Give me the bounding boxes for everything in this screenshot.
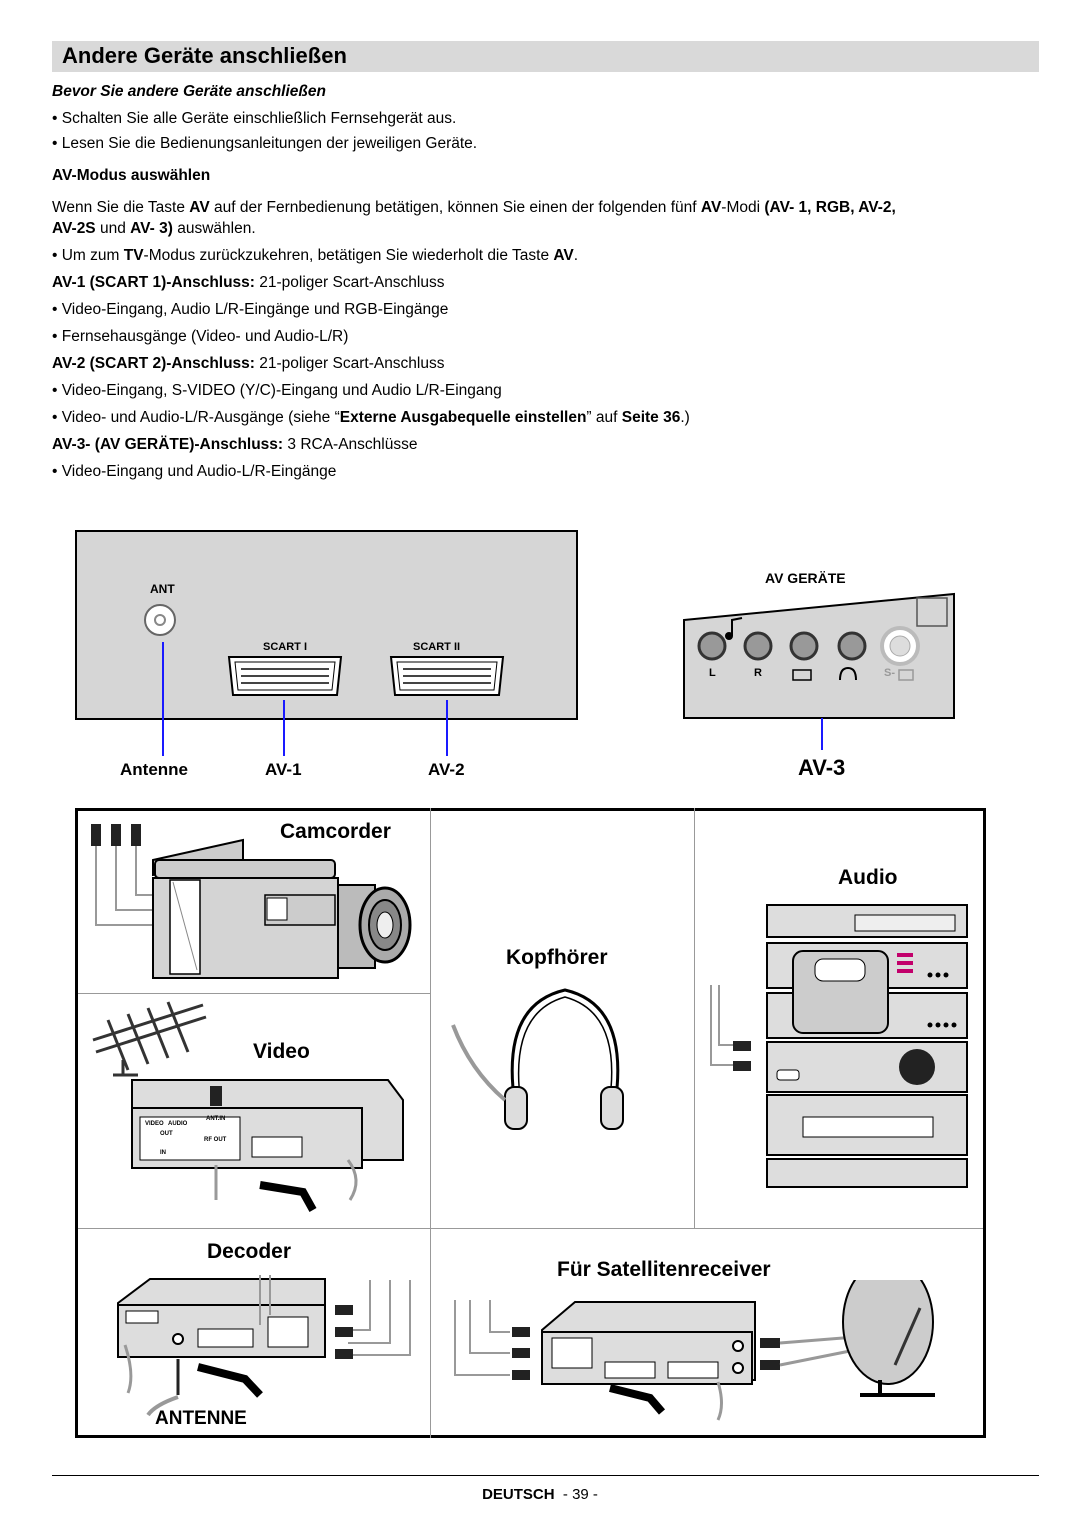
scart1-label: SCART I [263, 641, 307, 653]
bullet-item: • Um zum TV-Modus zurückzukehren, betäti… [52, 247, 579, 264]
av3-heading: AV-3- (AV GERÄTE)-Anschluss: 3 RCA-Ansch… [52, 436, 418, 453]
video-label: Video [253, 1040, 310, 1063]
av1-label: AV-1 [265, 760, 302, 779]
av2-heading: AV-2 (SCART 2)-Anschluss: 21-poliger Sca… [52, 355, 445, 372]
camcorder-icon [91, 824, 412, 979]
footer-rule [52, 1475, 1039, 1476]
ant-socket-icon [144, 604, 176, 636]
footer-language: DEUTSCH [482, 1486, 555, 1503]
bullet-item: • Video-Eingang und Audio-L/R-Eingänge [52, 463, 337, 480]
vcr-audio-label: AUDIO [168, 1121, 188, 1127]
title-bar: Andere Geräte anschließen [52, 41, 1039, 72]
hifi-system-icon [710, 904, 968, 1188]
bullet-item: • Lesen Sie die Bedienungsanleitungen de… [52, 135, 478, 152]
bullet-item: • Video-Eingang, Audio L/R-Eingänge und … [52, 301, 449, 318]
av1-line [283, 700, 285, 756]
jack-l-label: L [709, 667, 716, 679]
paragraph-av-intro-cont: AV-2S und AV- 3) auswählen. [52, 220, 256, 237]
antenne-label: Antenne [120, 760, 188, 779]
av1-heading: AV-1 (SCART 1)-Anschluss: 21-poliger Sca… [52, 274, 445, 291]
section-heading-before-connect: Bevor Sie andere Geräte anschließen [52, 83, 326, 100]
vcr-video-label: VIDEO [145, 1121, 164, 1127]
av3-label: AV-3 [798, 755, 846, 780]
jack-r-label: R [754, 667, 762, 679]
vcr-antin-label: ANT.IN [206, 1116, 226, 1122]
headphones-icon [451, 988, 624, 1130]
audio-label: Audio [838, 866, 898, 889]
divider [78, 1228, 983, 1229]
ant-label: ANT [150, 582, 175, 596]
footer: DEUTSCH - 39 - [0, 1486, 1080, 1503]
antenne-line [162, 642, 164, 756]
jack-s-label: S- [884, 667, 895, 679]
vcr-in-label: IN [160, 1150, 166, 1156]
av-side-panel [683, 592, 955, 719]
kopfhoerer-label: Kopfhörer [506, 946, 608, 969]
divider [78, 993, 430, 994]
av2-label: AV-2 [428, 760, 465, 779]
bullet-item: • Fernsehausgänge (Video- und Audio-L/R) [52, 328, 349, 345]
av2-line [446, 700, 448, 756]
satellite-receiver-icon [454, 1280, 935, 1421]
av-geraete-label: AV GERÄTE [765, 570, 846, 586]
bullet-item: • Video-Eingang, S-VIDEO (Y/C)-Eingang u… [52, 382, 502, 399]
decoder-icon [117, 1275, 411, 1417]
section-heading-av-mode: AV-Modus auswählen [52, 167, 211, 184]
antenne-caps-label: ANTENNE [155, 1408, 247, 1429]
devices-box [75, 808, 986, 1438]
vcr-out-label: OUT [160, 1131, 173, 1137]
vcr-icon [92, 1001, 404, 1212]
av3-line [821, 718, 823, 750]
page-title: Andere Geräte anschließen [62, 43, 347, 68]
vcr-rfout-label: RF OUT [204, 1137, 227, 1143]
scart1-socket-icon [227, 656, 343, 696]
divider [430, 808, 431, 1438]
bullet-item: • Schalten Sie alle Geräte einschließlic… [52, 110, 457, 127]
decoder-label: Decoder [207, 1240, 292, 1263]
scart2-label: SCART II [413, 641, 461, 653]
divider [694, 808, 695, 1228]
camcorder-label: Camcorder [280, 820, 391, 843]
scart2-socket-icon [389, 656, 505, 696]
satellit-label: Für Satellitenreceiver [557, 1258, 771, 1281]
page-number: - 39 - [562, 1486, 598, 1503]
paragraph-av-intro: Wenn Sie die Taste AV auf der Fernbedien… [52, 199, 896, 216]
bullet-item: • Video- und Audio-L/R-Ausgänge (siehe “… [52, 409, 690, 426]
